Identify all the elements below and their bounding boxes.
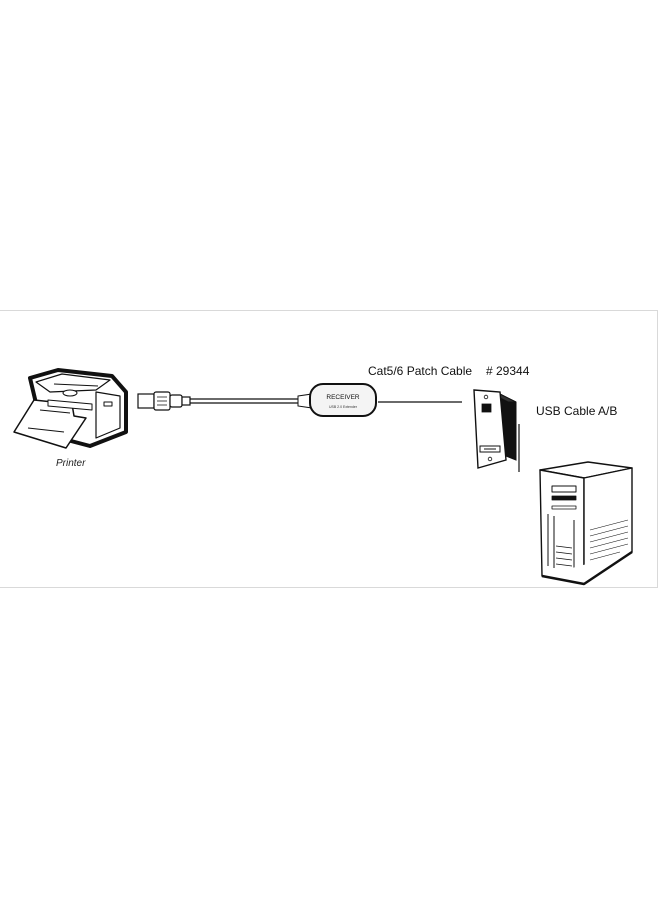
part-number-label: # 29344 [486,364,530,378]
receiver-label: RECEIVER [326,394,360,401]
receiver-box: RECEIVER USB 2.0 Extender [309,383,377,417]
printer-icon [13,368,128,449]
diagram-panel [0,310,658,588]
printer-label: Printer [56,458,86,469]
usb-cable-label: USB Cable A/B [536,404,618,418]
wall-plate-icon [473,389,517,469]
receiver-sublabel: USB 2.0 Extender [329,405,358,409]
usb-b-connector-icon [137,391,191,411]
patch-cable-label: Cat5/6 Patch Cable [368,364,473,378]
computer-tower-icon [539,461,633,586]
